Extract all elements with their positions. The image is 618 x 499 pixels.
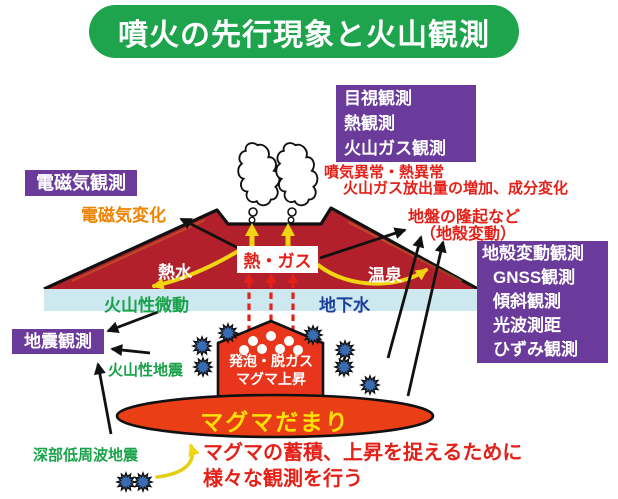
groundwater-band (44, 289, 481, 311)
heat-gas-up-arrowhead (281, 223, 295, 236)
magma-rise-label: マグマ上昇 (236, 371, 306, 387)
groundwater-label: 地下水 (319, 296, 370, 315)
deep-low-frequency-earthquake-label: 深部低周波地震 (33, 447, 139, 464)
tilt-observation-line: 傾斜観測 (493, 292, 561, 311)
earthquake-burst-icon (133, 472, 153, 492)
vesiculation-degassing-label: 発泡・脱ガス (229, 353, 313, 369)
arrow-to-uplift-2 (406, 240, 447, 397)
arrow-eq-to-seismic (110, 344, 151, 357)
earthquake-burst-icon (193, 357, 213, 377)
hot-spring-label: 温泉 (368, 266, 402, 285)
hot-water-label: 熱水 (158, 263, 192, 282)
earthquake-burst-icon (335, 340, 355, 360)
gas-observation-line: 火山ガス観測 (344, 139, 446, 158)
slope-highlight-left (71, 219, 206, 282)
arrow-tremor-to-seismic (106, 310, 159, 333)
volcanic-tremor-label: 火山性微動 (104, 296, 189, 315)
steam-cloud-icon (237, 142, 281, 207)
page-title: 噴火の先行現象と火山観測 (89, 5, 519, 58)
magma-chamber-label: マグマだまり (200, 409, 350, 435)
fumarole-heat-anomaly-label: 噴気異常・熱異常 (324, 164, 445, 181)
earthquake-burst-icon (360, 375, 380, 395)
visual-observation-line: 目視観測 (344, 89, 412, 108)
crustal-deformation-observation-box: 地殻変動観測 GNSS観測 傾斜観測 光波測距 ひずみ観測 (477, 241, 608, 363)
ground-uplift-label: 地盤の隆起など (408, 209, 521, 226)
steam-trail-dot (287, 216, 295, 224)
arrow-to-em-change (179, 217, 247, 254)
arrow-deepeq-to-chamber (155, 443, 200, 479)
hot-water-flow-arrow (151, 248, 242, 290)
caption-line2: 様々な観測を行う (203, 468, 363, 490)
arrow-to-uplift-1 (386, 235, 425, 359)
steam-trail-dot (287, 207, 297, 217)
ground-uplift-sub-label: （地殻変動） (420, 226, 517, 243)
steam-trail-dot (248, 207, 258, 217)
slope-highlight-right (347, 221, 463, 282)
strain-observation-line: ひずみ観測 (493, 340, 578, 359)
arrow-deepeq-to-seismic (93, 362, 113, 435)
caption-line1: マグマの蓄積、上昇を捉えるために (203, 442, 523, 464)
seismic-observation-box: 地震観測 (12, 329, 104, 354)
crustal-observation-line: 地殻変動観測 (482, 244, 584, 263)
arrow-to-uplift-from-heatgas (319, 227, 407, 260)
edm-observation-line: 光波測距 (493, 316, 561, 335)
magma-gas-dashed-arrowhead (243, 273, 255, 283)
heat-gas-label: 熱・ガス (237, 246, 318, 273)
electromagnetic-observation-box: 電磁気観測 (25, 170, 137, 196)
visual-observation-box: 目視観測 熱観測 火山ガス観測 (336, 85, 476, 162)
gnss-observation-line: GNSS観測 (493, 268, 576, 287)
em-change-label: 電磁気変化 (81, 206, 166, 225)
steam-cloud-icon (275, 142, 319, 207)
magma-gas-dashed-arrowhead (287, 273, 299, 283)
volcanic-earthquake-label: 火山性地震 (108, 362, 184, 379)
earthquake-burst-icon (334, 357, 354, 377)
thermal-observation-line: 熱観測 (344, 114, 395, 133)
gas-emission-change-label: 火山ガス放出量の増加、成分変化 (343, 180, 569, 197)
steam-trail-dot (248, 216, 256, 224)
magma-gas-dashed-arrowhead (265, 273, 277, 283)
magma-bubbles (239, 331, 303, 355)
earthquake-burst-icon (192, 336, 212, 356)
heat-gas-up-arrowhead (245, 223, 259, 236)
magma-chamber-ellipse (115, 393, 435, 439)
hot-spring-flow-arrow (316, 263, 428, 286)
